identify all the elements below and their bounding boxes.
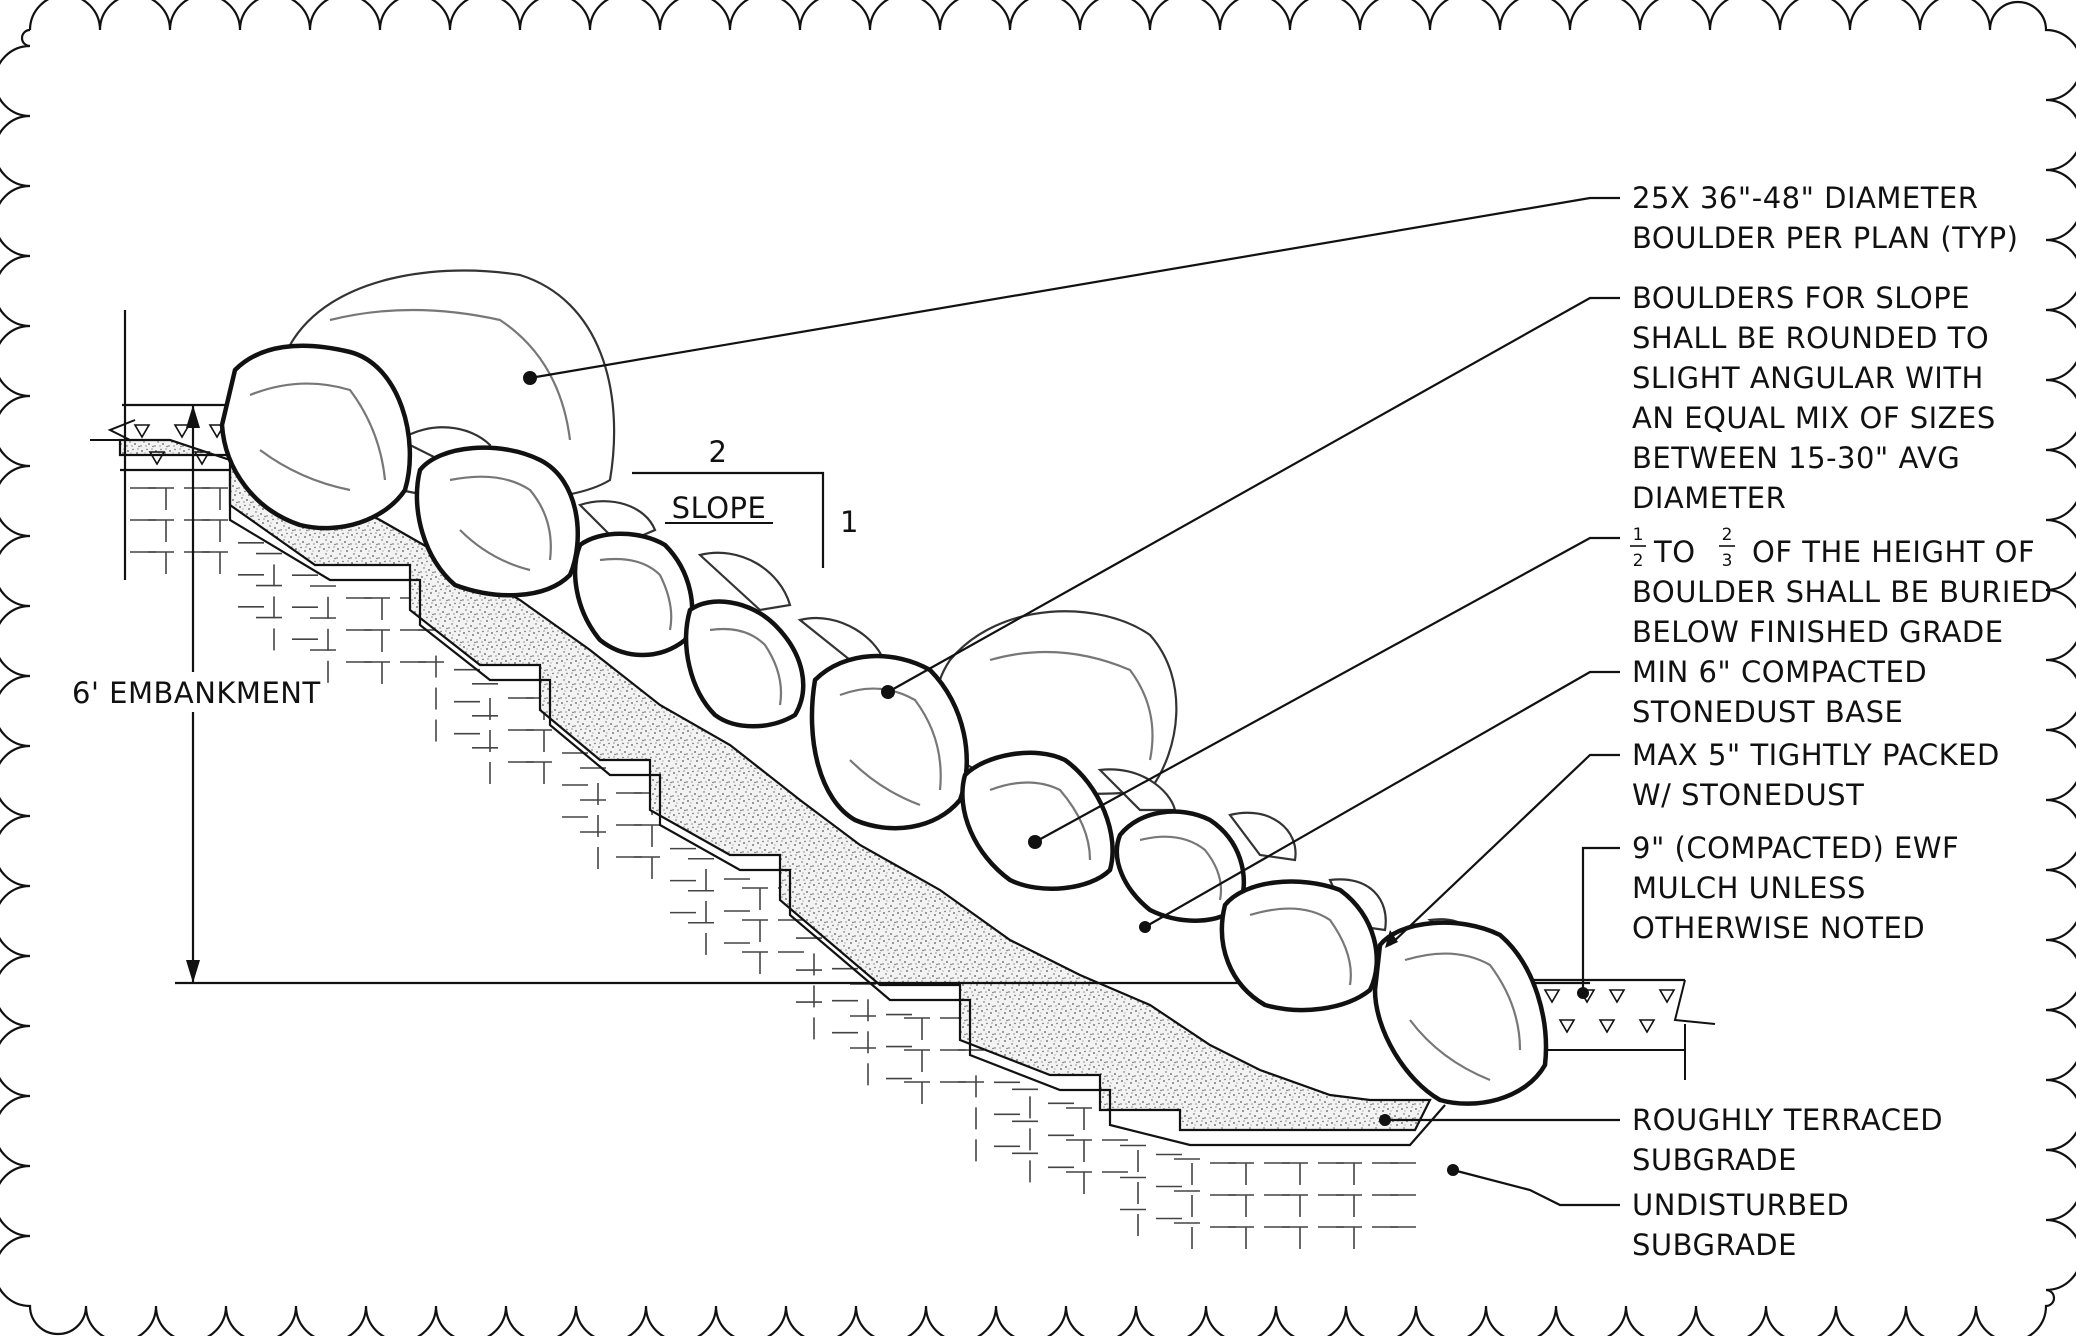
svg-text:SUBGRADE: SUBGRADE [1632,1143,1797,1177]
svg-text:SUBGRADE: SUBGRADE [1632,1228,1797,1262]
stonedust-base-layer [118,438,1432,1132]
callout-packed: MAX 5" TIGHTLY PACKED W/ STONEDUST [1632,738,2000,812]
svg-text:3: 3 [1722,551,1733,571]
svg-text:25X 36"-48" DIAMETER: 25X 36"-48" DIAMETER [1632,181,1978,215]
svg-text:DIAMETER: DIAMETER [1632,481,1786,515]
svg-text:2: 2 [1633,551,1644,571]
svg-text:2: 2 [1722,525,1733,545]
callout-slope-boulders: BOULDERS FOR SLOPE SHALL BE ROUNDED TO S… [1632,281,1996,515]
embankment-label: 6' EMBANKMENT [72,676,321,710]
svg-text:MAX 5" TIGHTLY PACKED: MAX 5" TIGHTLY PACKED [1632,738,2000,772]
svg-text:SHALL BE ROUNDED TO: SHALL BE ROUNDED TO [1632,321,1989,355]
slope-rise: 1 [840,505,859,539]
callout-stonedust-base: MIN 6" COMPACTED STONEDUST BASE [1632,655,1927,729]
svg-text:BETWEEN 15-30" AVG: BETWEEN 15-30" AVG [1632,441,1960,475]
bottom-finish-grade [1530,978,1716,1080]
svg-text:AN EQUAL MIX OF SIZES: AN EQUAL MIX OF SIZES [1632,401,1996,435]
svg-text:MIN 6" COMPACTED: MIN 6" COMPACTED [1632,655,1927,689]
undisturbed-subgrade-hatch [130,487,1416,1249]
slope-run: 2 [709,435,728,469]
svg-text:9" (COMPACTED) EWF: 9" (COMPACTED) EWF [1632,831,1959,865]
back-boulders [287,269,1478,957]
svg-text:OF THE HEIGHT OF: OF THE HEIGHT OF [1752,535,2035,569]
svg-text:ROUGHLY TERRACED: ROUGHLY TERRACED [1632,1103,1943,1137]
callout-undisturbed: UNDISTURBED SUBGRADE [1632,1188,1849,1262]
svg-text:MULCH UNLESS: MULCH UNLESS [1632,871,1866,905]
svg-text:1: 1 [1633,525,1644,545]
callout-boulder-typ: 25X 36"-48" DIAMETER BOULDER PER PLAN (T… [1632,181,2018,255]
svg-text:OTHERWISE NOTED: OTHERWISE NOTED [1632,911,1925,945]
svg-text:TO: TO [1653,535,1696,569]
callout-leaders [523,196,1620,1207]
svg-text:UNDISTURBED: UNDISTURBED [1632,1188,1849,1222]
terraced-subgrade-line [120,468,1446,1147]
callout-burial: 1 2 TO 2 3 OF THE HEIGHT OF BOULDER SHAL… [1630,525,2053,649]
front-boulders [219,343,1549,1106]
svg-text:BOULDER SHALL BE BURIED: BOULDER SHALL BE BURIED [1632,575,2053,609]
svg-text:SLIGHT ANGULAR WITH: SLIGHT ANGULAR WITH [1632,361,1984,395]
callout-mulch: 9" (COMPACTED) EWF MULCH UNLESS OTHERWIS… [1632,831,1959,945]
svg-text:STONEDUST BASE: STONEDUST BASE [1632,695,1903,729]
callout-terraced: ROUGHLY TERRACED SUBGRADE [1632,1103,1943,1177]
svg-text:BOULDERS FOR SLOPE: BOULDERS FOR SLOPE [1632,281,1970,315]
slope-indicator [632,471,825,568]
svg-text:W/ STONEDUST: W/ STONEDUST [1632,778,1864,812]
svg-text:BELOW FINISHED GRADE: BELOW FINISHED GRADE [1632,615,2004,649]
svg-text:BOULDER PER PLAN (TYP): BOULDER PER PLAN (TYP) [1632,221,2018,255]
slope-label: SLOPE [672,491,767,525]
